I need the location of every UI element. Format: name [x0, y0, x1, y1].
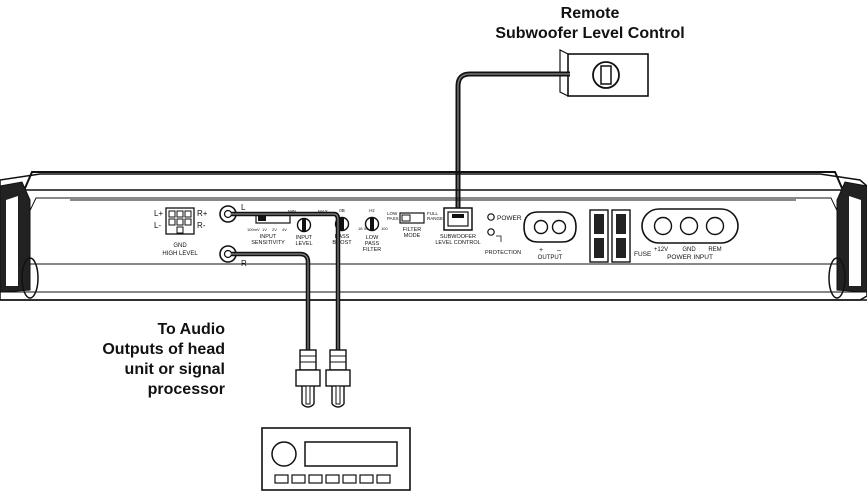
callout-line: To Audio — [157, 321, 225, 338]
l-minus-label: L- — [154, 221, 161, 230]
power-gnd-label: GND — [682, 247, 696, 253]
filter-title: FILTER — [403, 227, 422, 233]
level-title: LEVEL — [295, 241, 312, 247]
protection-led-icon — [487, 228, 495, 236]
gnd-label: GND — [173, 243, 187, 249]
r-minus-label: R- — [197, 221, 206, 230]
speaker-output-terminal: + – OUTPUT — [523, 211, 577, 261]
callout-line: processor — [147, 381, 225, 398]
protection-led-label: PROTECTION — [485, 250, 521, 256]
rca-plug-right — [295, 349, 321, 408]
rca-cable-right — [231, 251, 311, 350]
head-unit — [261, 427, 411, 491]
output-title: OUTPUT — [538, 255, 563, 261]
callout-line: Outputs of head — [102, 341, 225, 358]
bass-scale-label: 0B — [339, 208, 345, 213]
lpf-scale-label: 18 — [358, 226, 363, 231]
lpf-title: FILTER — [363, 247, 382, 253]
filter-left-label: PASS — [387, 216, 399, 221]
input-sensitivity-switch: 100mV 1V 2V 4V INPUT SENSITIVITY — [247, 212, 291, 246]
sub-port-title: LEVEL CONTROL — [435, 240, 480, 246]
callout-line: Subwoofer Level Control — [495, 25, 685, 42]
sens-scale-label: 4V — [282, 227, 287, 232]
power-rem-label: REM — [708, 247, 721, 253]
remote-cable — [455, 71, 570, 212]
rca-r-label: R — [241, 259, 247, 268]
remote-level-control — [559, 49, 649, 97]
callout-line: unit or signal — [124, 361, 225, 378]
power-led-label: POWER — [497, 215, 522, 222]
filter-right-label: FULL — [427, 211, 439, 216]
callout-line: Remote — [560, 5, 620, 22]
sens-scale-label: 1V — [262, 227, 267, 232]
lpf-scale-label: Hz — [369, 208, 375, 213]
output-plus-label: + — [539, 247, 543, 254]
audio-outputs-callout: To Audio Outputs of head unit or signal … — [60, 320, 225, 400]
high-level-input-connector: L+ L- R+ R- GND HIGH LEVEL — [154, 207, 208, 257]
sens-scale-label: 2V — [272, 227, 277, 232]
lpf-scale-label: 100 — [381, 226, 388, 231]
lpf-scale-label: 50 — [364, 226, 369, 231]
remote-subwoofer-callout: Remote Subwoofer Level Control — [470, 4, 710, 44]
power-input-terminal: +12V GND REM POWER INPUT — [641, 208, 739, 261]
status-leds: POWER PROTECTION — [485, 213, 522, 256]
power-led-icon — [487, 213, 495, 221]
level-title: INPUT — [296, 235, 313, 241]
volume-knob-icon — [271, 441, 297, 467]
display-icon — [304, 441, 398, 467]
amplifier-body — [0, 171, 867, 301]
bass-title: BASS — [335, 234, 350, 240]
lpf-title: PASS — [365, 241, 380, 247]
lpf-title: LOW — [366, 235, 379, 241]
sens-scale-label: 100mV — [247, 227, 260, 232]
level-min-label: MIN — [288, 209, 296, 214]
input-level-knob: MIN MAX INPUT LEVEL — [288, 209, 328, 247]
power-12v-label: +12V — [654, 247, 668, 253]
filter-right-label: RANGE — [427, 216, 443, 221]
sens-title: INPUT — [260, 234, 277, 240]
sub-port-title: SUBWOOFER — [440, 234, 476, 240]
rca-cable-left — [231, 211, 341, 350]
subwoofer-level-port: SUBWOOFER LEVEL CONTROL — [435, 207, 481, 246]
output-minus-label: – — [557, 247, 561, 254]
level-max-label: MAX — [318, 209, 328, 214]
filter-title: MODE — [404, 233, 421, 239]
fuses: FUSE — [589, 209, 652, 263]
rca-l-label: L — [241, 203, 246, 212]
l-plus-label: L+ — [154, 209, 163, 218]
filter-left-label: LOW — [387, 211, 398, 216]
fuse-label: FUSE — [634, 251, 652, 258]
sens-title: SENSITIVITY — [251, 240, 285, 246]
filter-mode-switch: LOW PASS FULL RANGE FILTER MODE — [387, 211, 443, 239]
high-level-label: HIGH LEVEL — [162, 251, 198, 257]
power-input-title: POWER INPUT — [667, 254, 713, 261]
low-pass-filter-knob: Hz 18 50 100 LOW PASS FILTER — [358, 208, 388, 253]
bass-title: BOOST — [332, 240, 352, 246]
r-plus-label: R+ — [197, 209, 208, 218]
rca-plug-left — [325, 349, 351, 408]
